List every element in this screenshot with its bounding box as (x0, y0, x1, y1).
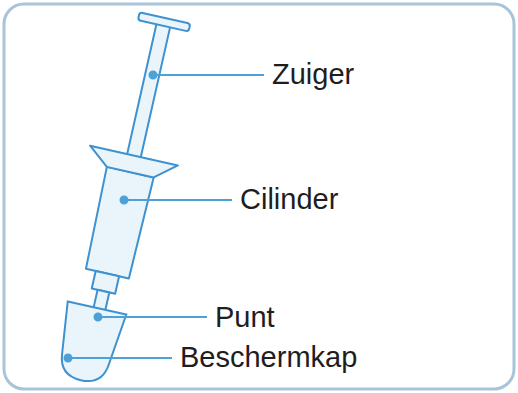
plunger-flange (138, 12, 190, 31)
cylinder-flange (86, 146, 178, 182)
frame (4, 4, 514, 389)
leader-dot (65, 355, 72, 362)
leader-dot (150, 72, 157, 79)
leader-line (68, 357, 172, 359)
cylinder-body (84, 167, 154, 279)
part-label: Punt (215, 302, 275, 334)
part-label: Beschermkap (180, 342, 357, 374)
protective-cap (51, 301, 126, 386)
part-label: Cilinder (240, 184, 338, 216)
leader-dot (95, 314, 102, 321)
neck (92, 271, 119, 294)
leader-line (124, 199, 232, 201)
leader-line (153, 74, 264, 76)
part-label: Zuiger (272, 59, 354, 91)
plunger-rod (127, 22, 171, 158)
leader-dot (121, 197, 128, 204)
leader-line (98, 316, 207, 318)
